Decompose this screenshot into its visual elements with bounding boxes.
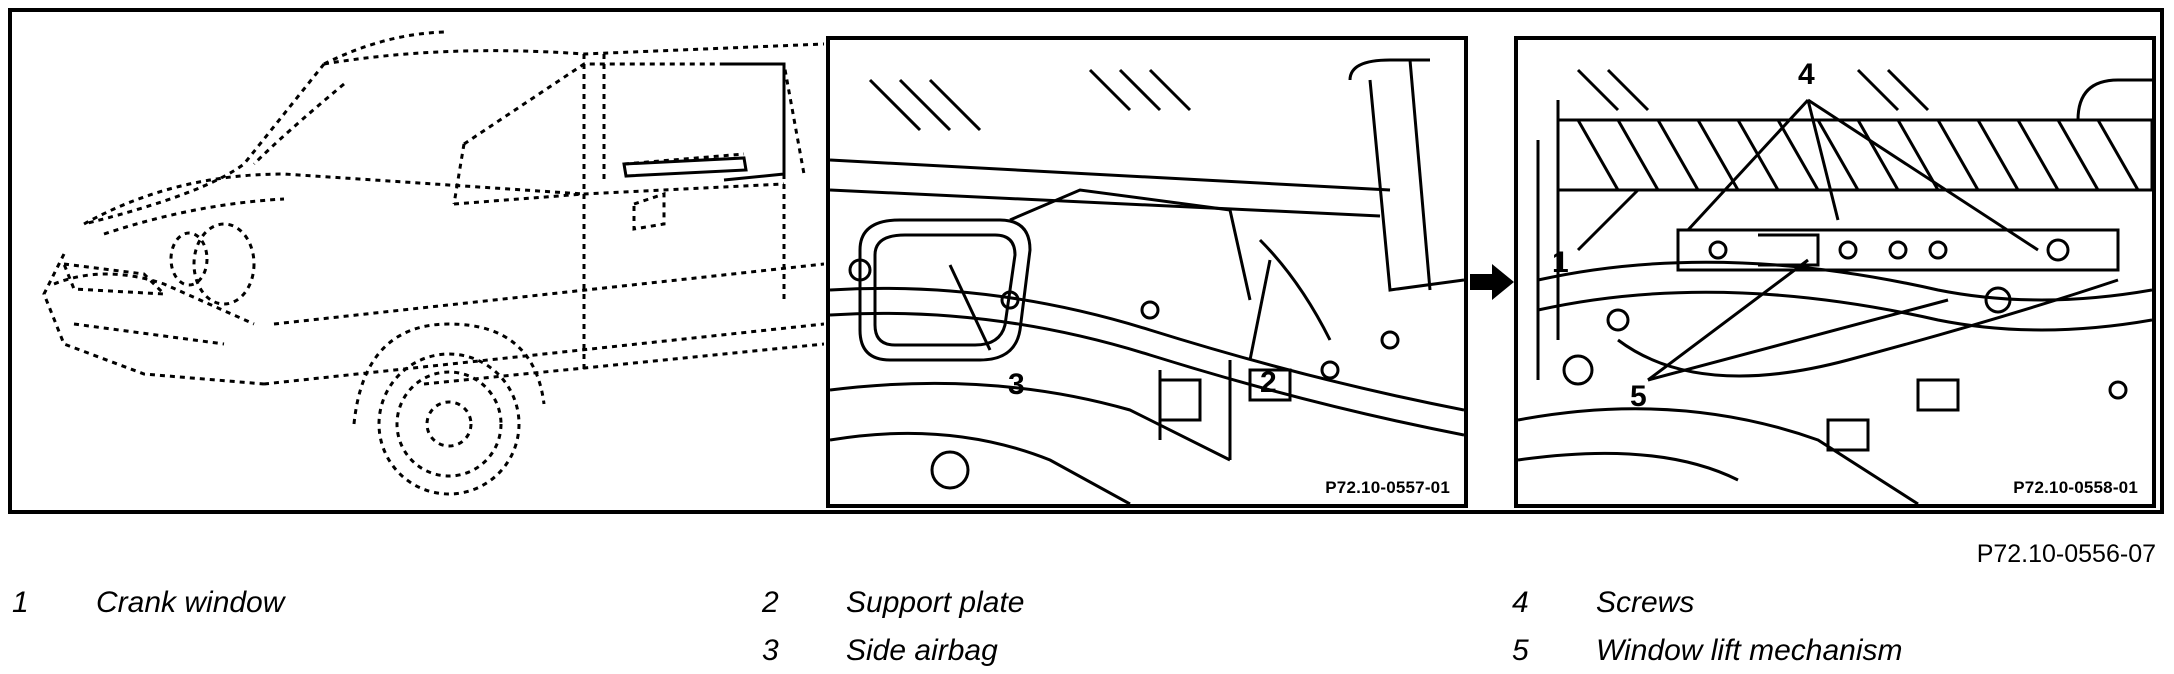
callout-4: 4 [1798, 58, 1815, 91]
legend-label: Support plate [846, 586, 1025, 619]
figure-frame: 3 2 P72.10-0557-01 [8, 8, 2164, 514]
detail-panel-airbag: 3 2 P72.10-0557-01 [826, 36, 1468, 508]
car-outline-drawing [42, 30, 824, 496]
panel-right-reference: P72.10-0558-01 [2009, 478, 2142, 498]
airbag-detail-drawing [830, 58, 1464, 504]
legend-label: Crank window [96, 586, 285, 619]
legend-number: 2 [762, 586, 779, 619]
legend-label: Screws [1596, 586, 1695, 619]
callout-1: 1 [1552, 246, 1569, 279]
arrow-right-icon [1470, 264, 1514, 300]
legend-number: 1 [12, 586, 29, 619]
legend-number: 4 [1512, 586, 1529, 619]
callout-5: 5 [1630, 380, 1647, 413]
legend-label: Window lift mechanism [1596, 634, 1903, 667]
figure-reference: P72.10-0556-07 [1976, 540, 2156, 568]
callout-2: 2 [1260, 366, 1277, 399]
detail-panel-window-lift: 4 1 5 P72.10-0558-01 [1514, 36, 2156, 508]
window-lift-detail-drawing [1518, 68, 2152, 504]
legend-label: Side airbag [846, 634, 998, 667]
legend-number: 5 [1512, 634, 1529, 667]
panel-left-reference: P72.10-0557-01 [1321, 478, 1454, 498]
legend-number: 3 [762, 634, 779, 667]
callout-3: 3 [1008, 368, 1025, 401]
